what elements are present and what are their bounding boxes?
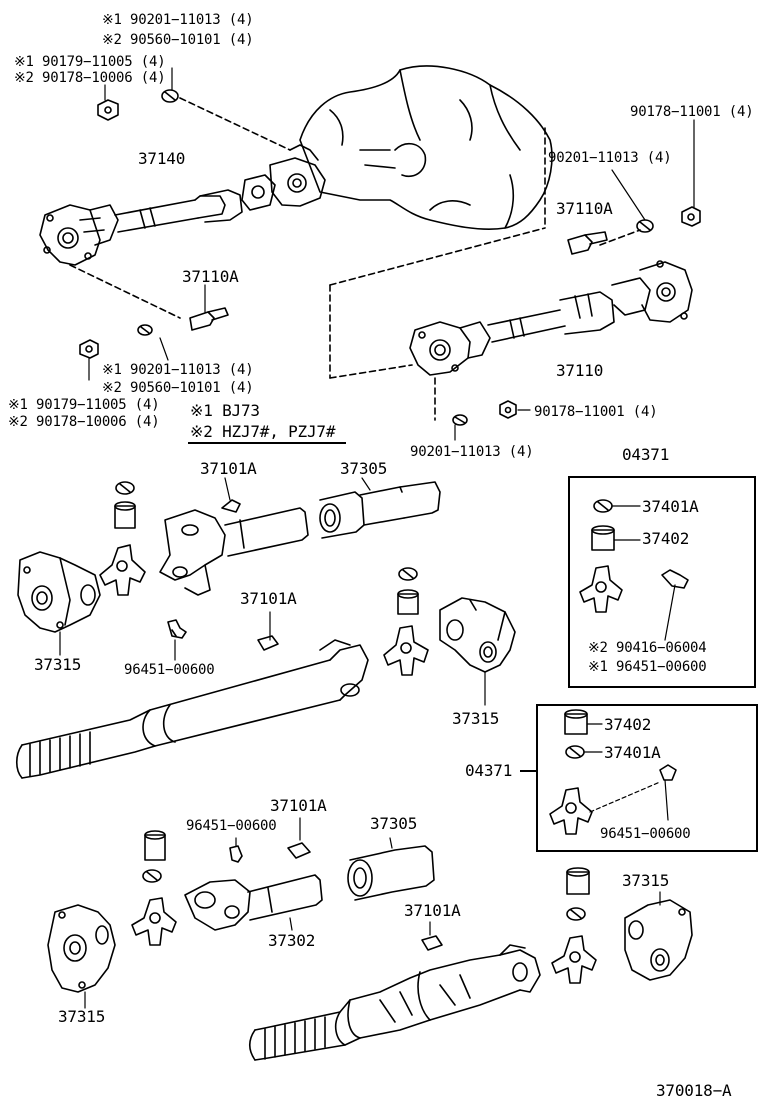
callout-note-4b: ※2 90178−10006 (4) — [8, 414, 160, 430]
part-37315-bottom-right: 37315 — [622, 871, 670, 890]
transfer-case — [299, 65, 553, 230]
bearing-cup-mid-right — [397, 589, 419, 615]
sleeve-yoke-bottom — [184, 874, 323, 931]
flange-yoke-37315-bottom-right — [624, 899, 693, 981]
nut-right-bottom — [499, 400, 517, 419]
leaders-middle — [59, 477, 486, 706]
bearing-cup-bottom-right — [566, 867, 590, 895]
snap-ring-left — [115, 481, 135, 495]
callout-note-3b: ※2 90560−10101 (4) — [102, 380, 254, 396]
part-37140: 37140 — [138, 149, 186, 168]
legend-bj73: ※1 BJ73 — [190, 401, 260, 420]
leader-lines-top-left — [69, 97, 291, 319]
kit-2-96451: 96451−00600 — [600, 826, 691, 842]
part-37110: 37110 — [556, 361, 604, 380]
snap-ring-bottom-right — [566, 907, 586, 921]
callout-note-1a: ※1 90201−11013 (4) — [102, 12, 254, 28]
kit-1-box — [568, 476, 756, 688]
callout-note-4a: ※1 90179−11005 (4) — [8, 397, 160, 413]
grease-fitting-middle-left — [167, 619, 187, 639]
callout-note-1b: ※2 90560−10101 (4) — [102, 32, 254, 48]
washer-mid — [257, 635, 279, 651]
slip-sleeve-37305 — [319, 481, 441, 539]
washer-bottom-b — [421, 935, 443, 951]
kit-1-parts — [579, 499, 689, 641]
snap-ring-mid-right — [398, 567, 418, 581]
callout-note-2b: ※2 90178−10006 (4) — [14, 70, 166, 86]
part-37315-bottom-left: 37315 — [58, 1007, 106, 1026]
kit-1-37401A: 37401A — [642, 497, 699, 516]
part-37315-mid-left: 37315 — [34, 655, 82, 674]
slip-sleeve-37305-bottom — [347, 845, 435, 901]
kit-2-37401A: 37401A — [604, 743, 661, 762]
spider-bottom-left — [131, 897, 177, 946]
part-37101A-mid-b: 37101A — [240, 589, 297, 608]
part-37305-mid: 37305 — [340, 459, 388, 478]
kit-1-96451: ※1 96451−00600 — [588, 659, 707, 675]
sleeve-yoke-middle — [159, 499, 309, 596]
part-37110A-left: 37110A — [182, 267, 239, 286]
legend-underline — [188, 442, 346, 444]
part-37101A-bottom-a: 37101A — [270, 796, 327, 815]
washer-90560-lower — [137, 324, 153, 336]
part-37101A-bottom-b: 37101A — [404, 901, 461, 920]
kit-1-title: 04371 — [622, 445, 670, 464]
nut-90179 — [97, 99, 119, 121]
leaders-bottom — [84, 817, 661, 1009]
spider-bottom-right — [551, 935, 597, 984]
flange-yoke-37315-bottom-left — [47, 904, 116, 993]
part-96451-mid: 96451−00600 — [124, 662, 215, 678]
nut-90179-lower — [79, 339, 99, 359]
part-37302: 37302 — [268, 931, 316, 950]
spider-mid-right — [383, 625, 429, 676]
nut-right-top — [681, 206, 701, 227]
kit-2-title: 04371 — [465, 761, 513, 780]
bolt-37110A-left — [189, 307, 229, 331]
part-90178-bottom: 90178−11001 (4) — [534, 404, 658, 420]
part-37110A-right: 37110A — [556, 199, 613, 218]
part-90178-top: 90178−11001 (4) — [630, 104, 754, 120]
kit-1-37402: 37402 — [642, 529, 690, 548]
bolt-37110A-right — [567, 231, 608, 255]
propeller-shaft-37110 — [409, 260, 693, 376]
callout-note-2a: ※1 90179−11005 (4) — [14, 54, 166, 70]
washer-right-bottom — [452, 414, 468, 426]
propeller-shaft-37140 — [39, 144, 326, 266]
part-37315-mid-right: 37315 — [452, 709, 500, 728]
bearing-cup-left — [114, 501, 136, 529]
leaders-top-left — [88, 67, 206, 381]
leader-lines-right — [329, 127, 641, 421]
bottom-shaft — [248, 944, 541, 1061]
washer-90560 — [161, 89, 179, 103]
leaders-right — [454, 119, 695, 441]
callout-note-3a: ※1 90201−11013 (4) — [102, 362, 254, 378]
snap-ring-bottom-left — [142, 869, 162, 883]
part-90201-bottom: 90201−11013 (4) — [410, 444, 534, 460]
kit-2-box — [536, 704, 758, 852]
spider-left — [99, 544, 146, 596]
bearing-cup-bottom-left — [144, 830, 166, 861]
flange-yoke-37315-mid-right — [439, 597, 516, 673]
part-96451-bottom: 96451−00600 — [186, 818, 277, 834]
diagram-code: 370018−A — [656, 1081, 732, 1100]
kit-1-90416: ※2 90416−06004 — [588, 640, 707, 656]
part-37305-bottom: 37305 — [370, 814, 418, 833]
part-37101A-mid-a: 37101A — [200, 459, 257, 478]
long-tube-shaft — [15, 639, 369, 779]
part-90201-top: 90201−11013 (4) — [548, 150, 672, 166]
kit-2-parts — [549, 709, 677, 835]
flange-yoke-37315-left — [17, 551, 101, 633]
grease-fitting-bottom — [229, 837, 243, 863]
kit-2-pointer — [520, 770, 536, 772]
legend-hzj7-pzj7: ※2 HZJ7#, PZJ7# — [190, 422, 336, 441]
washer-bottom-a — [287, 842, 311, 859]
kit-2-37402: 37402 — [604, 715, 652, 734]
